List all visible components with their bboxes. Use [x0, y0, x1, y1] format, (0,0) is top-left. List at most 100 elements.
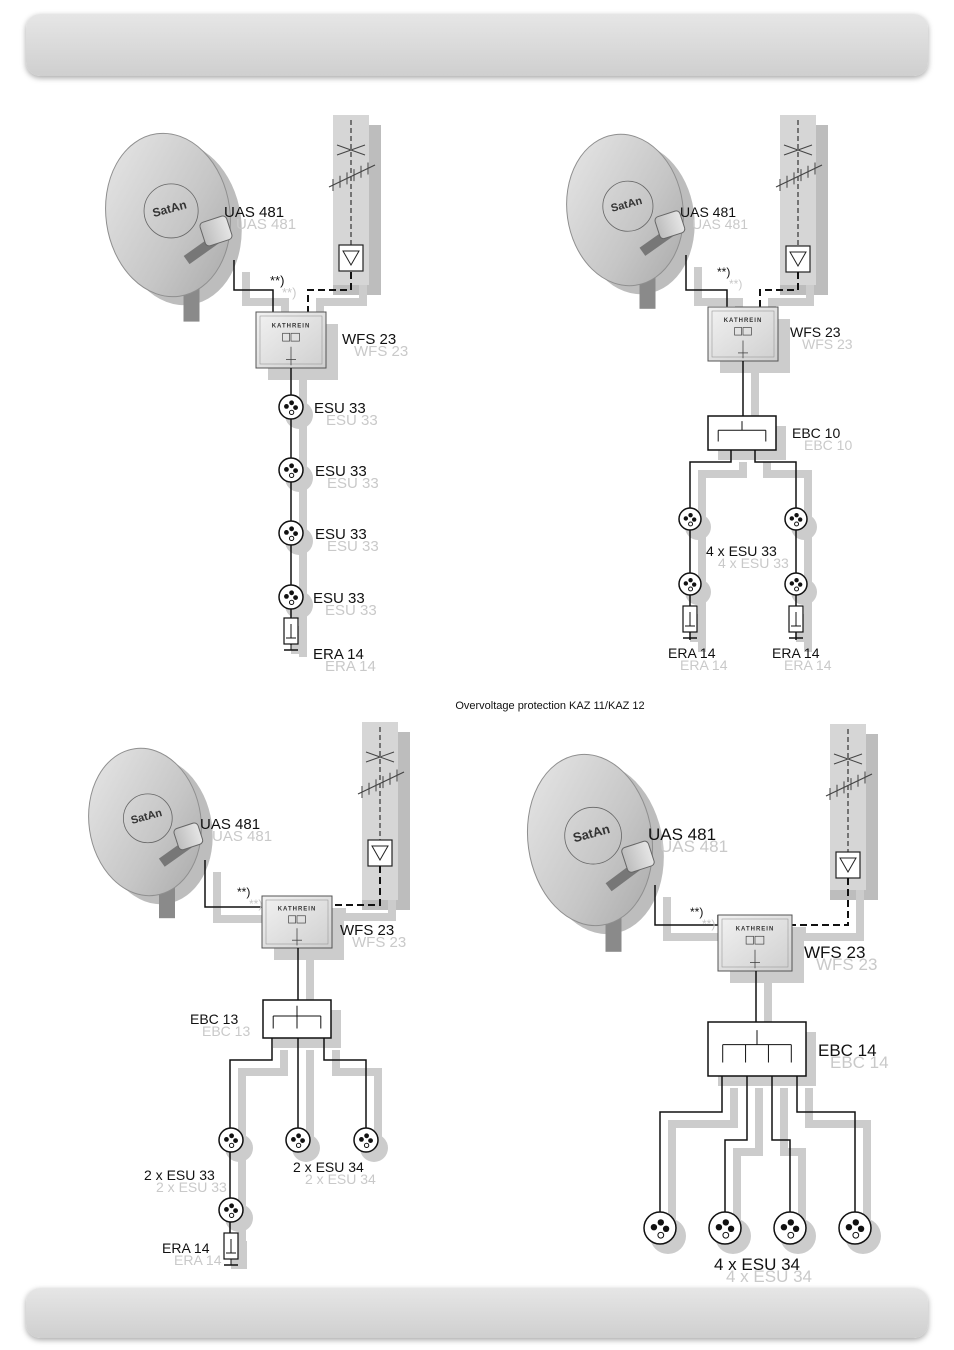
wfs-marking: [296, 915, 306, 924]
diagram3-branch-left-shadow: [238, 1050, 288, 1252]
diagram3-ebc-label: EBC 13: [190, 1011, 238, 1027]
diagram4-esu-label: 4 x ESU 34: [714, 1255, 800, 1274]
socket-pin: [691, 517, 697, 522]
diagram3-terrestrial-antenna: [357, 722, 405, 900]
diagram1-socket-4: [278, 584, 304, 610]
diagram2-branch-right-shadow: [763, 462, 812, 652]
diagram4-dish: SatAn: [526, 753, 655, 952]
socket-pin-f: [228, 1212, 235, 1219]
socket-pin: [224, 1207, 229, 1212]
socket-pin: [293, 595, 298, 600]
yagi-element: [833, 753, 863, 765]
wfs-brand-logo: KATHREIN: [736, 927, 775, 933]
wfs-marking: [742, 327, 752, 336]
socket-pin: [845, 1224, 853, 1231]
socket-pin: [229, 1203, 235, 1209]
yagi-element: [783, 144, 813, 156]
diagram1-note-shadow: **): [282, 285, 296, 300]
wfs-brand-logo: KATHREIN: [278, 907, 317, 913]
diagram4-socket-1: [643, 1211, 677, 1245]
diagram1-esu-label-1: ESU 33: [314, 400, 366, 417]
diagram4-branch-3: [771, 1076, 791, 1212]
socket-pin: [688, 577, 693, 583]
diagram2-uas-label-shadow: UAS 481: [692, 216, 748, 232]
diagram4-uas-label-shadow: UAS 481: [660, 837, 728, 856]
diagram3-terminator: [223, 1232, 239, 1266]
socket-pin-f: [722, 1231, 730, 1239]
socket-pin: [224, 1137, 229, 1142]
diagram2-terminator-right: [788, 605, 804, 639]
socket-pin: [359, 1137, 364, 1142]
socket-pin: [284, 594, 289, 599]
yagi-boom: [825, 773, 873, 797]
mast-amplifier: [367, 839, 393, 867]
diagram1-wfs: KATHREIN: [255, 311, 327, 369]
diagram1-esu-label-1-shadow: ESU 33: [326, 412, 378, 429]
amplifier-triangle-icon: [371, 845, 389, 862]
diagram1-terminator: [283, 617, 299, 651]
socket-pin: [368, 1138, 373, 1143]
diagram4-branch-1: [659, 1076, 723, 1212]
socket-pin: [797, 582, 803, 587]
socket-pin: [789, 581, 795, 586]
diagram2-era-label-left-shadow: ERA 14: [680, 657, 728, 673]
wfs-brand-logo: KATHREIN: [724, 318, 763, 324]
diagram3-era-label: ERA 14: [162, 1240, 210, 1256]
mast-amplifier: [785, 245, 811, 273]
amplifier-triangle-icon: [789, 251, 807, 268]
diagram3-note: **): [237, 885, 250, 899]
yagi-element: [365, 751, 395, 763]
socket-pin: [233, 1138, 238, 1143]
diagram1-cable-terr: [307, 272, 352, 312]
yagi-element: [336, 144, 366, 156]
socket-pin-f: [794, 586, 800, 592]
diagram2-dish: SatAn: [566, 133, 686, 309]
diagram2-socket-2: [784, 507, 808, 531]
diagram3-socket-3: [353, 1127, 379, 1153]
socket-pin: [229, 1133, 235, 1139]
socket-pin: [293, 468, 298, 473]
socket-pin: [364, 1133, 369, 1139]
diagram3-wfs-label: WFS 23: [340, 922, 394, 939]
diagram4-esu-label-shadow: 4 x ESU 34: [726, 1267, 812, 1286]
wfs-marking: [288, 915, 296, 924]
socket-outline: [278, 584, 304, 610]
socket-pin: [683, 581, 689, 586]
diagram3-splitter: [262, 999, 332, 1039]
socket-pin-f: [288, 472, 295, 479]
wfs-marking: [290, 332, 300, 342]
socket-pin: [289, 400, 294, 406]
diagram4-wfs-label: WFS 23: [804, 943, 865, 962]
socket-pin-f: [657, 1231, 665, 1239]
diagram3-ebc-label-shadow: EBC 13: [202, 1023, 250, 1039]
socket-pin: [722, 1219, 729, 1226]
diagram4-note: **): [690, 905, 703, 919]
diagram4-socket-2: [708, 1211, 742, 1245]
diagram2-wfs-label: WFS 23: [790, 324, 841, 340]
socket-pin: [300, 1138, 305, 1143]
diagram3-note-shadow: **): [249, 897, 262, 911]
diagram1-esu-label-3: ESU 33: [315, 526, 367, 543]
socket-pin: [293, 531, 298, 536]
diagram3-dish: SatAn: [88, 747, 204, 919]
socket-outline: [678, 572, 702, 596]
diagram4-branch-1-shadow: [668, 1088, 738, 1224]
socket-pin: [794, 577, 799, 583]
socket-outline: [678, 507, 702, 531]
diagram1-esu-label-4-shadow: ESU 33: [325, 602, 377, 619]
diagram4-note-shadow: **): [702, 917, 715, 931]
diagram1-esu-label-2-shadow: ESU 33: [327, 475, 379, 492]
diagram4-uas-label: UAS 481: [648, 825, 716, 844]
socket-outline: [643, 1211, 677, 1245]
lnb-unit: [654, 210, 686, 240]
diagram3-wfs: KATHREIN: [261, 895, 333, 949]
socket-pin: [657, 1219, 664, 1226]
diagram4-branch-4: [796, 1076, 856, 1212]
socket-outline: [838, 1211, 872, 1245]
socket-pin-f: [288, 599, 295, 606]
diagram1-socket-3: [278, 520, 304, 546]
diagram4-splitter: [707, 1021, 807, 1077]
diagram1-dish: SatAn: [105, 132, 233, 322]
socket-outline: [278, 457, 304, 483]
